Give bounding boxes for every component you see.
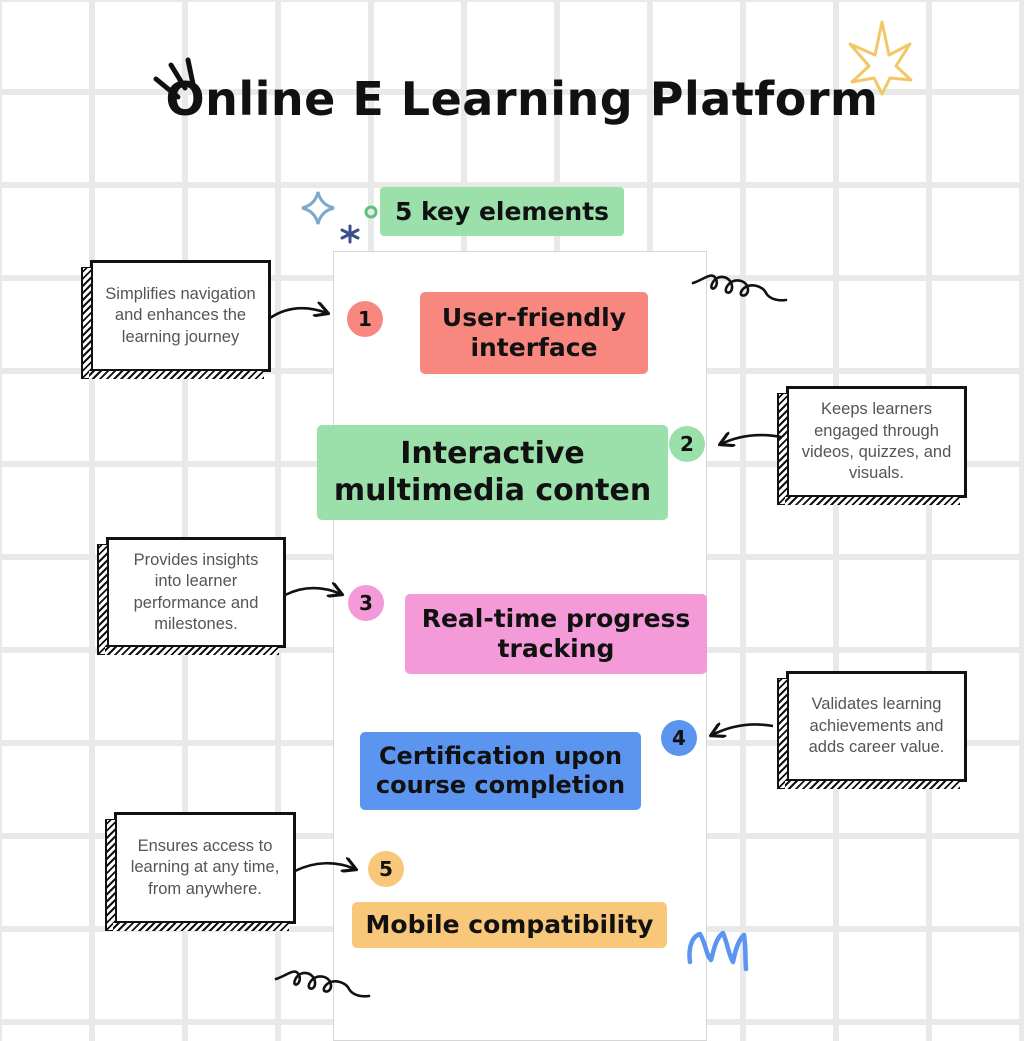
element-4-note: Validates learning achievements and adds… bbox=[779, 671, 967, 789]
subtitle-badge: 5 key elements bbox=[380, 187, 624, 236]
sparkle-icon bbox=[301, 191, 335, 225]
element-1-note: Simplifies navigation and enhances the l… bbox=[83, 260, 271, 379]
page-title: Online E Learning Platform bbox=[165, 72, 879, 126]
arrow-4 bbox=[712, 724, 774, 735]
element-3-note: Provides insights into learner performan… bbox=[99, 537, 286, 655]
circle-icon bbox=[364, 205, 378, 219]
element-2-number-badge: 2 bbox=[669, 426, 705, 462]
element-1-number-badge: 1 bbox=[347, 301, 383, 337]
element-4-label: Certification upon course completion bbox=[360, 732, 641, 810]
element-1-label: User-friendly interface bbox=[420, 292, 648, 374]
element-4-number-badge: 4 bbox=[661, 720, 697, 756]
element-3-number-badge: 3 bbox=[348, 585, 384, 621]
element-5-note: Ensures access to learning at any time, … bbox=[107, 812, 296, 931]
element-2-label: Interactive multimedia conten bbox=[317, 425, 668, 520]
element-2-note: Keeps learners engaged through videos, q… bbox=[779, 386, 967, 505]
element-3-label: Real-time progress tracking bbox=[405, 594, 707, 674]
asterisk-icon bbox=[340, 224, 360, 244]
element-5-label: Mobile compatibility bbox=[352, 902, 667, 948]
arrow-2 bbox=[721, 435, 782, 444]
element-5-number-badge: 5 bbox=[368, 851, 404, 887]
arrow-1 bbox=[269, 308, 327, 320]
